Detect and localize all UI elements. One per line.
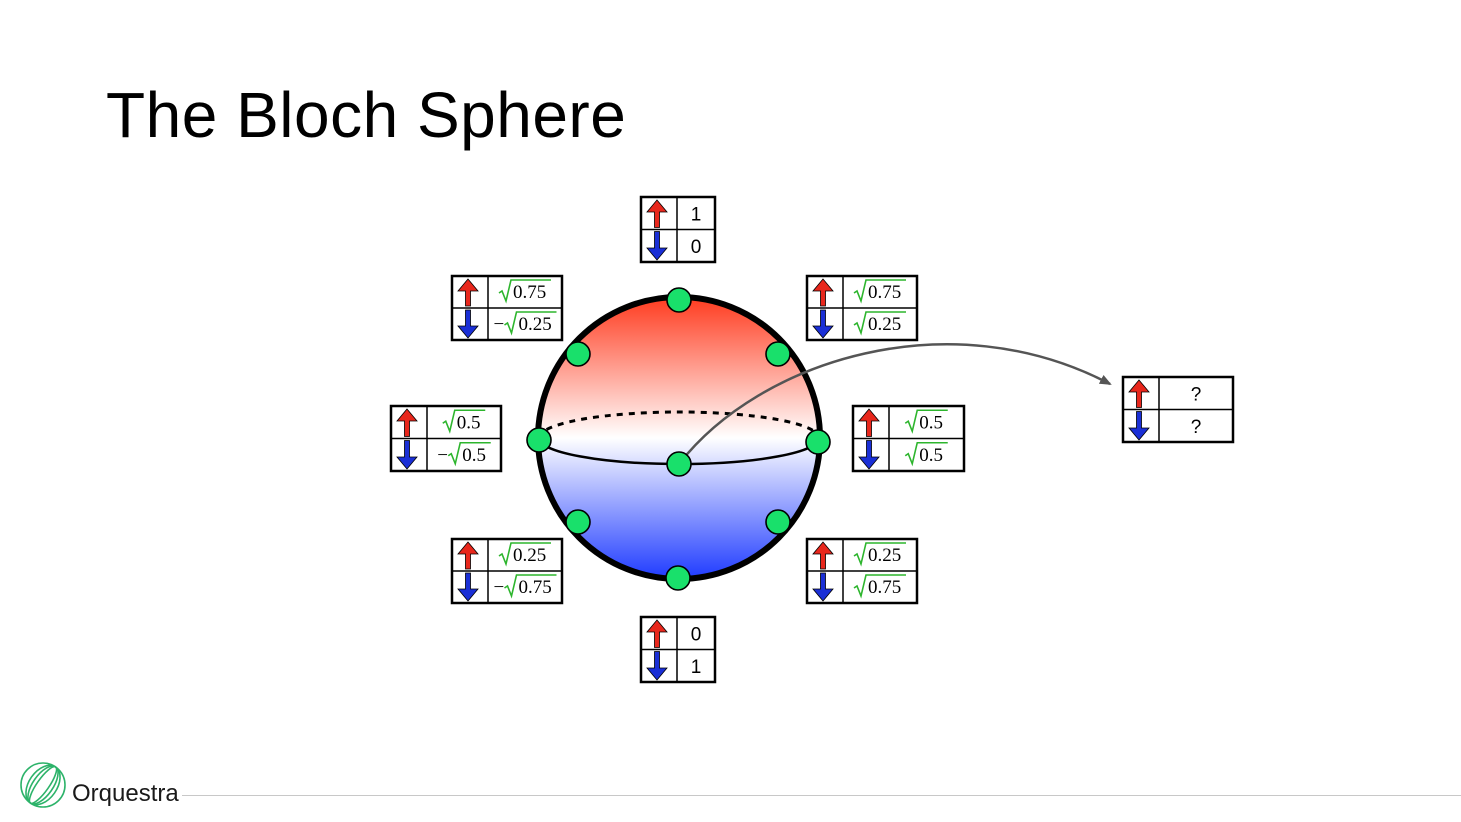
spin-down-arrow-icon bbox=[858, 440, 880, 470]
state-point bbox=[665, 565, 691, 591]
state-table-north: 10 bbox=[639, 195, 717, 264]
sqrt-sign-icon bbox=[853, 279, 906, 304]
amplitude-value: ? bbox=[1191, 417, 1202, 438]
amplitude-value: 0.75 bbox=[868, 577, 901, 598]
state-point bbox=[666, 451, 692, 477]
amplitude-value: 0.25 bbox=[519, 314, 552, 335]
spin-up-arrow-icon bbox=[812, 278, 834, 307]
spin-up-arrow-icon bbox=[457, 278, 479, 307]
state-tables: 100.750.250.50.50.250.75010.25−0.750.5−0… bbox=[389, 195, 1235, 684]
brand-name: Orquestra bbox=[72, 780, 179, 807]
state-table-northeast: 0.75 0.25 bbox=[805, 274, 919, 342]
spin-up-arrow-icon bbox=[396, 408, 418, 437]
spin-up-arrow-icon bbox=[646, 619, 668, 648]
equator-back bbox=[537, 410, 821, 439]
state-table-south: 01 bbox=[639, 615, 717, 684]
amplitude-value: 0.5 bbox=[919, 445, 943, 466]
state-point bbox=[666, 287, 692, 313]
spin-down-arrow-icon bbox=[812, 309, 834, 339]
amplitude-value: 0.25 bbox=[513, 545, 546, 566]
spin-down-arrow-icon bbox=[396, 440, 418, 470]
sqrt-sign-icon bbox=[853, 574, 906, 599]
orquestra-logo-icon bbox=[20, 762, 66, 808]
state-table-west: 0.5−0.5 bbox=[389, 404, 503, 473]
state-table-southwest: 0.25−0.75 bbox=[450, 537, 564, 605]
slide-title: The Bloch Sphere bbox=[106, 79, 627, 151]
amplitude-value: ? bbox=[1191, 384, 1202, 405]
spin-down-arrow-icon bbox=[457, 309, 479, 339]
spin-down-arrow-icon bbox=[646, 651, 668, 681]
sqrt-sign-icon bbox=[853, 311, 906, 336]
spin-up-arrow-icon bbox=[858, 408, 880, 437]
amplitude-sign: − bbox=[494, 577, 505, 598]
state-point bbox=[765, 509, 791, 535]
amplitude-value: 1 bbox=[691, 204, 702, 225]
state-points bbox=[526, 287, 831, 591]
sqrt-sign-icon bbox=[904, 409, 948, 434]
state-table-southeast: 0.25 0.75 bbox=[805, 537, 919, 605]
amplitude-value: 0.75 bbox=[513, 282, 546, 303]
sqrt-sign-icon bbox=[498, 279, 551, 304]
sqrt-sign-icon bbox=[447, 441, 491, 467]
footer-divider bbox=[182, 795, 1461, 796]
amplitude-value: 0.5 bbox=[457, 412, 481, 433]
sqrt-sign-icon bbox=[853, 542, 906, 567]
amplitude-sign: − bbox=[494, 314, 505, 335]
amplitude-value: 0.5 bbox=[462, 445, 486, 466]
state-table-northwest: 0.75−0.25 bbox=[450, 274, 564, 342]
state-point bbox=[805, 429, 831, 455]
spin-down-arrow-icon bbox=[1128, 411, 1150, 441]
state-table-east: 0.5 0.5 bbox=[851, 404, 966, 473]
sqrt-sign-icon bbox=[504, 574, 557, 599]
sqrt-sign-icon bbox=[442, 409, 486, 434]
state-point bbox=[565, 509, 591, 535]
sphere-body bbox=[535, 294, 823, 582]
amplitude-value: 0.75 bbox=[519, 577, 552, 598]
amplitude-value: 0 bbox=[691, 237, 702, 258]
spin-up-arrow-icon bbox=[812, 541, 834, 570]
state-point bbox=[565, 341, 591, 367]
amplitude-sign: − bbox=[437, 445, 448, 466]
state-table-unknown: ?? bbox=[1121, 375, 1235, 444]
amplitude-value: 0.5 bbox=[919, 412, 943, 433]
mapping-arrow bbox=[678, 343, 1112, 465]
spin-down-arrow-icon bbox=[457, 572, 479, 602]
sqrt-sign-icon bbox=[504, 311, 557, 336]
sqrt-sign-icon bbox=[498, 542, 551, 567]
sqrt-sign-icon bbox=[904, 441, 948, 467]
spin-down-arrow-icon bbox=[812, 572, 834, 602]
amplitude-value: 0.75 bbox=[868, 282, 901, 303]
amplitude-value: 0.25 bbox=[868, 545, 901, 566]
spin-up-arrow-icon bbox=[646, 199, 668, 228]
spin-down-arrow-icon bbox=[646, 231, 668, 261]
amplitude-value: 0.25 bbox=[868, 314, 901, 335]
spin-up-arrow-icon bbox=[1128, 379, 1150, 408]
spin-up-arrow-icon bbox=[457, 541, 479, 570]
state-point bbox=[526, 427, 552, 453]
amplitude-value: 1 bbox=[691, 657, 702, 678]
amplitude-value: 0 bbox=[691, 624, 702, 645]
state-point bbox=[765, 341, 791, 367]
